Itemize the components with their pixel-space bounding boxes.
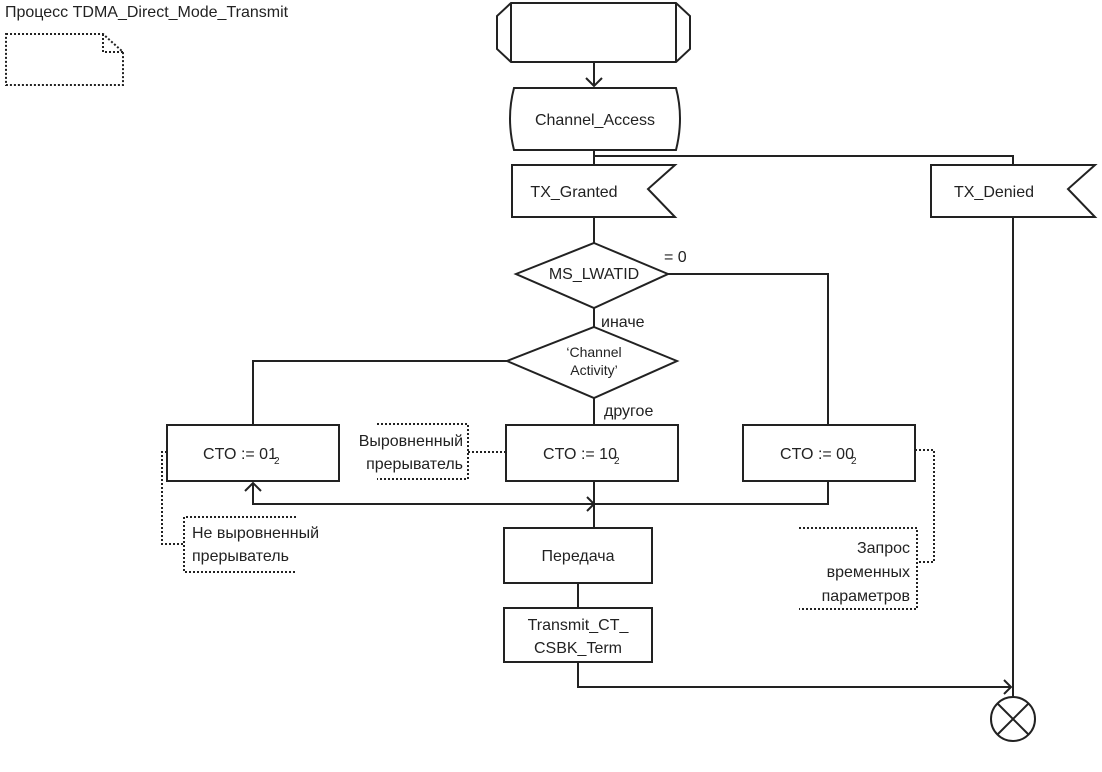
svg-text:временных: временных — [827, 564, 910, 581]
svg-text:‘Channel: ‘Channel — [566, 344, 621, 360]
task-cto-01[interactable]: CTO := 01 2 — [166, 424, 340, 482]
flow-line-to-stop — [577, 662, 1011, 688]
svg-text:Передача: Передача — [542, 548, 615, 565]
start-symbol[interactable] — [496, 1, 691, 63]
edge-label-eq-zero: = 0 — [664, 249, 687, 266]
flow-line-left-branch — [252, 360, 507, 425]
tx-granted-input[interactable]: TX_Granted — [511, 164, 678, 218]
svg-text:Transmit_CT_: Transmit_CT_ — [528, 617, 630, 634]
tx-denied-input[interactable]: TX_Denied — [930, 164, 1098, 218]
svg-text:параметров: параметров — [822, 588, 910, 605]
comment-not-aligned-interrupter: Не выровненный прерыватель — [161, 451, 319, 573]
arrow-right-icon — [1003, 679, 1013, 695]
svg-text:прерыватель: прерыватель — [366, 456, 463, 473]
process-title: Процесс TDMA_Direct_Mode_Transmit — [5, 4, 289, 21]
svg-text:CTO := 00: CTO := 00 — [780, 446, 854, 463]
svg-text:Channel_Access: Channel_Access — [535, 112, 655, 129]
text-symbol-icon — [5, 33, 124, 86]
svg-text:CTO := 10: CTO := 10 — [543, 446, 617, 463]
task-cto-10[interactable]: CTO := 10 2 — [505, 424, 679, 482]
task-cto-00[interactable]: CTO := 00 2 — [742, 424, 916, 482]
edge-label-otherwise: иначе — [601, 314, 645, 331]
flow-line-to-tx-denied — [594, 155, 1014, 165]
edge-label-other: другое — [604, 403, 653, 420]
flow-line-merge — [252, 481, 829, 505]
comment-aligned-interrupter: Выровненный прерыватель — [359, 423, 506, 480]
procedure-transmit-ct-csbk-term[interactable]: Transmit_CT_ CSBK_Term — [503, 607, 653, 663]
svg-text:2: 2 — [851, 456, 857, 467]
channel-access-procedure[interactable]: Channel_Access — [509, 87, 681, 151]
svg-text:MS_LWATID: MS_LWATID — [549, 266, 639, 283]
svg-text:Activity’: Activity’ — [570, 362, 617, 378]
svg-text:TX_Denied: TX_Denied — [954, 184, 1034, 201]
task-transmit[interactable]: Передача — [503, 527, 653, 584]
channel-activity-decision[interactable]: ‘Channel Activity’ — [504, 325, 680, 400]
stop-symbol[interactable] — [990, 696, 1036, 742]
arrow-join-icon — [586, 496, 596, 512]
svg-text:2: 2 — [274, 456, 280, 467]
comment-timing-request: Запрос временных параметров — [799, 449, 935, 610]
svg-text:Выровненный: Выровненный — [359, 433, 463, 450]
svg-text:Не выровненный: Не выровненный — [192, 525, 319, 542]
svg-text:TX_Granted: TX_Granted — [530, 184, 617, 201]
svg-text:прерыватель: прерыватель — [192, 548, 289, 565]
svg-text:2: 2 — [614, 456, 620, 467]
arrow-up-icon — [244, 481, 262, 492]
arrow-down-icon — [585, 77, 603, 88]
ms-lwatid-decision[interactable]: MS_LWATID — [513, 241, 671, 310]
svg-text:CSBK_Term: CSBK_Term — [534, 640, 622, 657]
svg-text:Запрос: Запрос — [857, 540, 910, 557]
svg-text:CTO := 01: CTO := 01 — [203, 446, 277, 463]
flow-line-eq-zero — [668, 273, 829, 425]
